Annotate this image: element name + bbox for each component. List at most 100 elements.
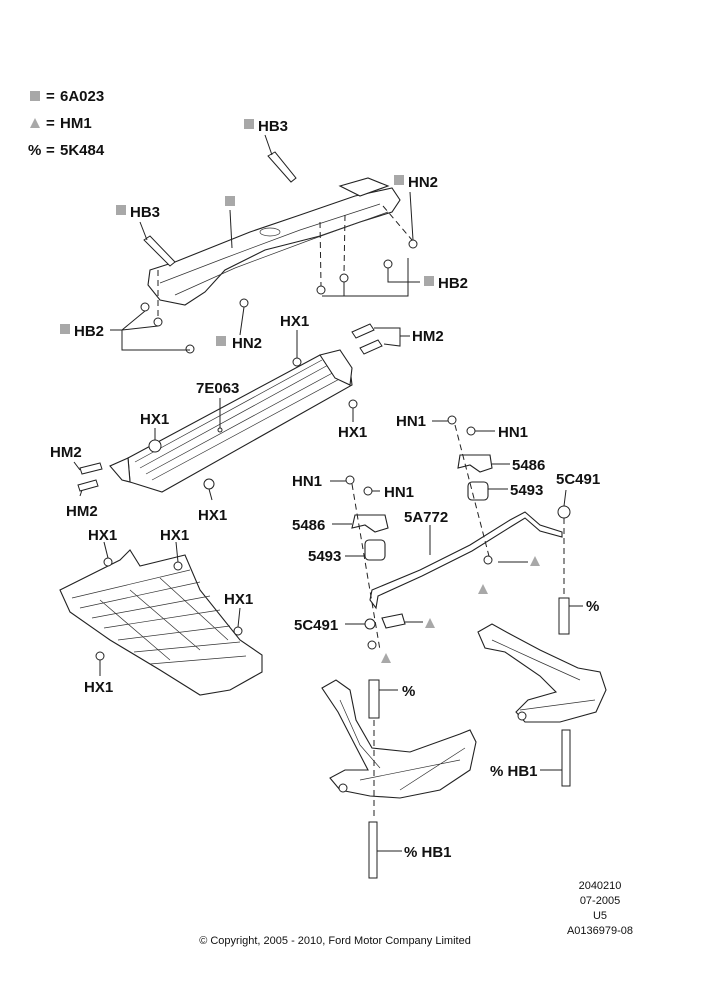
copyright-notice: © Copyright, 2005 - 2010, Ford Motor Com… [199,935,471,947]
skid-plate-body [59,549,263,696]
callout-5c491-right: 5C491 [556,471,600,488]
nut-hn1-left-b-icon [363,486,373,496]
bolt-hx1-skid-d-icon [95,651,105,661]
figure-metadata: 2040210 07-2005 U5 A0136979-08 [560,879,640,939]
leader-hb2-right [322,258,420,297]
bolt-hx1-skid-c-icon [233,626,243,636]
callout-hx1-tube-right: HX1 [338,424,367,441]
callout-hb3-top-marker-icon [244,119,254,129]
lower-control-arm-right: % HB1 [477,623,607,787]
bolt-hb1-left-icon [368,821,378,879]
legend-equals-2: = [46,115,55,132]
callout-hx1-tube-bottom: HX1 [198,507,227,524]
triangle-right-a-icon [478,584,488,594]
link-5c491-left-icon [364,618,376,630]
legend-square-code: 6A023 [60,88,104,105]
bolt-hb2-right-b-icon [339,273,349,283]
callout-pct-left: % [402,683,415,700]
leader-hn2-bottom [239,306,245,336]
control-arm-left-ribs [339,699,466,791]
bolt-hb3-left-icon [143,235,176,267]
bolt-right-link-icon [483,555,493,565]
square-marker-icon [30,91,40,101]
callout-hx1-tube-mid: HX1 [140,411,169,428]
callout-hn2-right: HN2 [408,174,438,191]
stud-right-icon [558,597,570,635]
callout-hn2-right-marker-icon [394,175,404,185]
leader-hx1-skid-a [103,541,109,559]
callout-hb2-left: HB2 [74,323,104,340]
callout-hx1-skid-b: HX1 [160,527,189,544]
bolt-hm2-left-a-icon [79,462,103,475]
callout-pct-right: % [586,598,599,615]
bracket-5486-right [457,454,493,473]
leader-hm2-right [374,327,410,347]
nut-hx1-tube-right-icon [348,399,358,409]
bolt-hx1-skid-b-icon [173,561,183,571]
axis-right-stack [454,424,491,561]
crossmember-ridge [159,203,381,284]
figure-version: U5 [592,910,608,922]
control-arm-right-ribs [491,639,596,711]
bushing-5493-right [467,481,489,501]
callout-5c491-left: 5C491 [294,617,338,634]
stud-left-icon [368,679,380,719]
callout-5493-right: 5493 [510,482,543,499]
control-arm-left-bushing-icon [338,783,348,793]
bolt-hb2-left-b-icon [153,317,163,327]
callout-hm2-tube-left-b: HM2 [66,503,98,520]
crossmember-body [147,187,401,306]
callout-7e063: 7E063 [196,380,239,397]
callout-5493-left: 5493 [308,548,341,565]
callout-hn1-left-b: HN1 [384,484,414,501]
leader-hx1-skid-c [237,607,241,628]
axis-hb2-right-a [319,221,322,287]
callout-hb2-left-marker-icon [60,324,70,334]
figure-code: 2040210 [578,880,622,892]
bolt-hx1-skid-a-icon [103,557,113,567]
axis-left-stack [351,483,381,651]
crossmember-leader [229,209,233,249]
callout-hn2-bottom: HN2 [232,335,262,352]
tube-leader-dot-icon [217,427,223,433]
bolt-hb2-left-c-icon [185,344,195,354]
nut-hn2-right-icon [408,239,418,249]
callout-hx1-skid-a: HX1 [88,527,117,544]
legend-percent-symbol: % [28,142,41,159]
lower-control-arm-left: % HB1 [321,679,477,879]
skid-plate-ribs [71,569,247,665]
figure-date: 07-2005 [579,895,621,907]
nut-hn1-right-b-icon [466,426,476,436]
control-arm-left-body [321,679,477,799]
stabilizer-bar-assembly: HN1 HN1 5486 5493 5C491 HN1 HN1 5486 5A7… [292,413,600,719]
bracket-left-link [381,613,406,629]
leader-hx1-skid-b [175,541,179,563]
callout-hm2-tube-left-a: HM2 [50,444,82,461]
legend-percent-code: 5K484 [60,142,105,159]
skid-plate-assembly: HX1 HX1 HX1 HX1 [59,527,263,696]
bolt-hm2-left-b-icon [77,479,99,492]
triangle-left-a-icon [381,653,391,663]
leader-hb3-left [139,221,148,241]
nut-hn1-left-a-icon [345,475,355,485]
callout-hn1-left-a: HN1 [292,473,322,490]
legend-triangle-code: HM1 [60,115,92,132]
stabilizer-bar [369,511,563,610]
crossmember-square-marker-icon [225,196,235,206]
callout-hx1-skid-d: HX1 [84,679,113,696]
callout-hb2-right-marker-icon [424,276,434,286]
callout-hx1-tube-top: HX1 [280,313,309,330]
bushing-5493-left [364,539,386,561]
control-arm-right-bushing-icon [517,711,527,721]
bolt-hb2-right-c-icon [316,285,326,295]
legend: = 6A023 = HM1 % = 5K484 [28,88,105,159]
callout-hb3-left: HB3 [130,204,160,221]
crossmember-mount-plate [338,177,390,197]
nut-hx1-tube-bottom-icon [203,478,215,490]
tube-ribs [134,359,346,481]
legend-equals-1: = [46,88,55,105]
leader-hn2-right [409,191,414,241]
link-5c491-left-lower-icon [367,640,377,650]
callout-hb2-right: HB2 [438,275,468,292]
